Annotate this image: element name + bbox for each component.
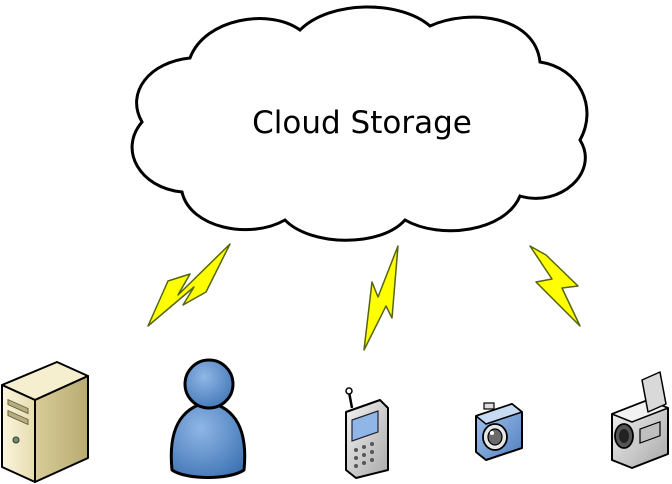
cloud-shape xyxy=(130,5,589,242)
cloud: Cloud Storage xyxy=(130,5,589,242)
video-camera-icon xyxy=(611,371,669,469)
server-icon xyxy=(1,361,89,483)
lightning-bolt-center xyxy=(363,245,399,351)
cloud-label: Cloud Storage xyxy=(252,105,472,141)
lightning-bolt-left xyxy=(147,243,231,327)
user-icon xyxy=(169,358,247,479)
camera-icon xyxy=(475,402,523,461)
mobile-phone-icon xyxy=(345,387,389,479)
lightning-bolt-right xyxy=(529,245,581,327)
